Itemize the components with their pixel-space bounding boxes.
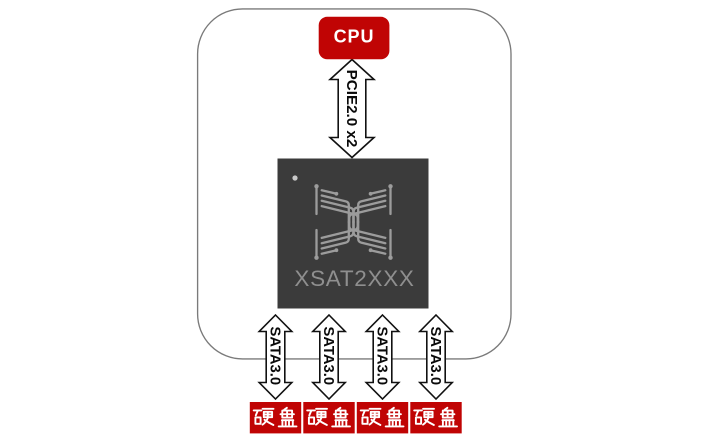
svg-text:CPU: CPU: [334, 26, 375, 46]
svg-text:XSAT2XXX: XSAT2XXX: [294, 266, 414, 291]
svg-text:SATA3.0: SATA3.0: [266, 326, 282, 385]
svg-text:SATA3.0: SATA3.0: [427, 326, 443, 385]
svg-text:SATA3.0: SATA3.0: [373, 326, 389, 385]
svg-text:PCIE2.0 x2: PCIE2.0 x2: [343, 70, 360, 148]
svg-text:SATA3.0: SATA3.0: [320, 326, 336, 385]
